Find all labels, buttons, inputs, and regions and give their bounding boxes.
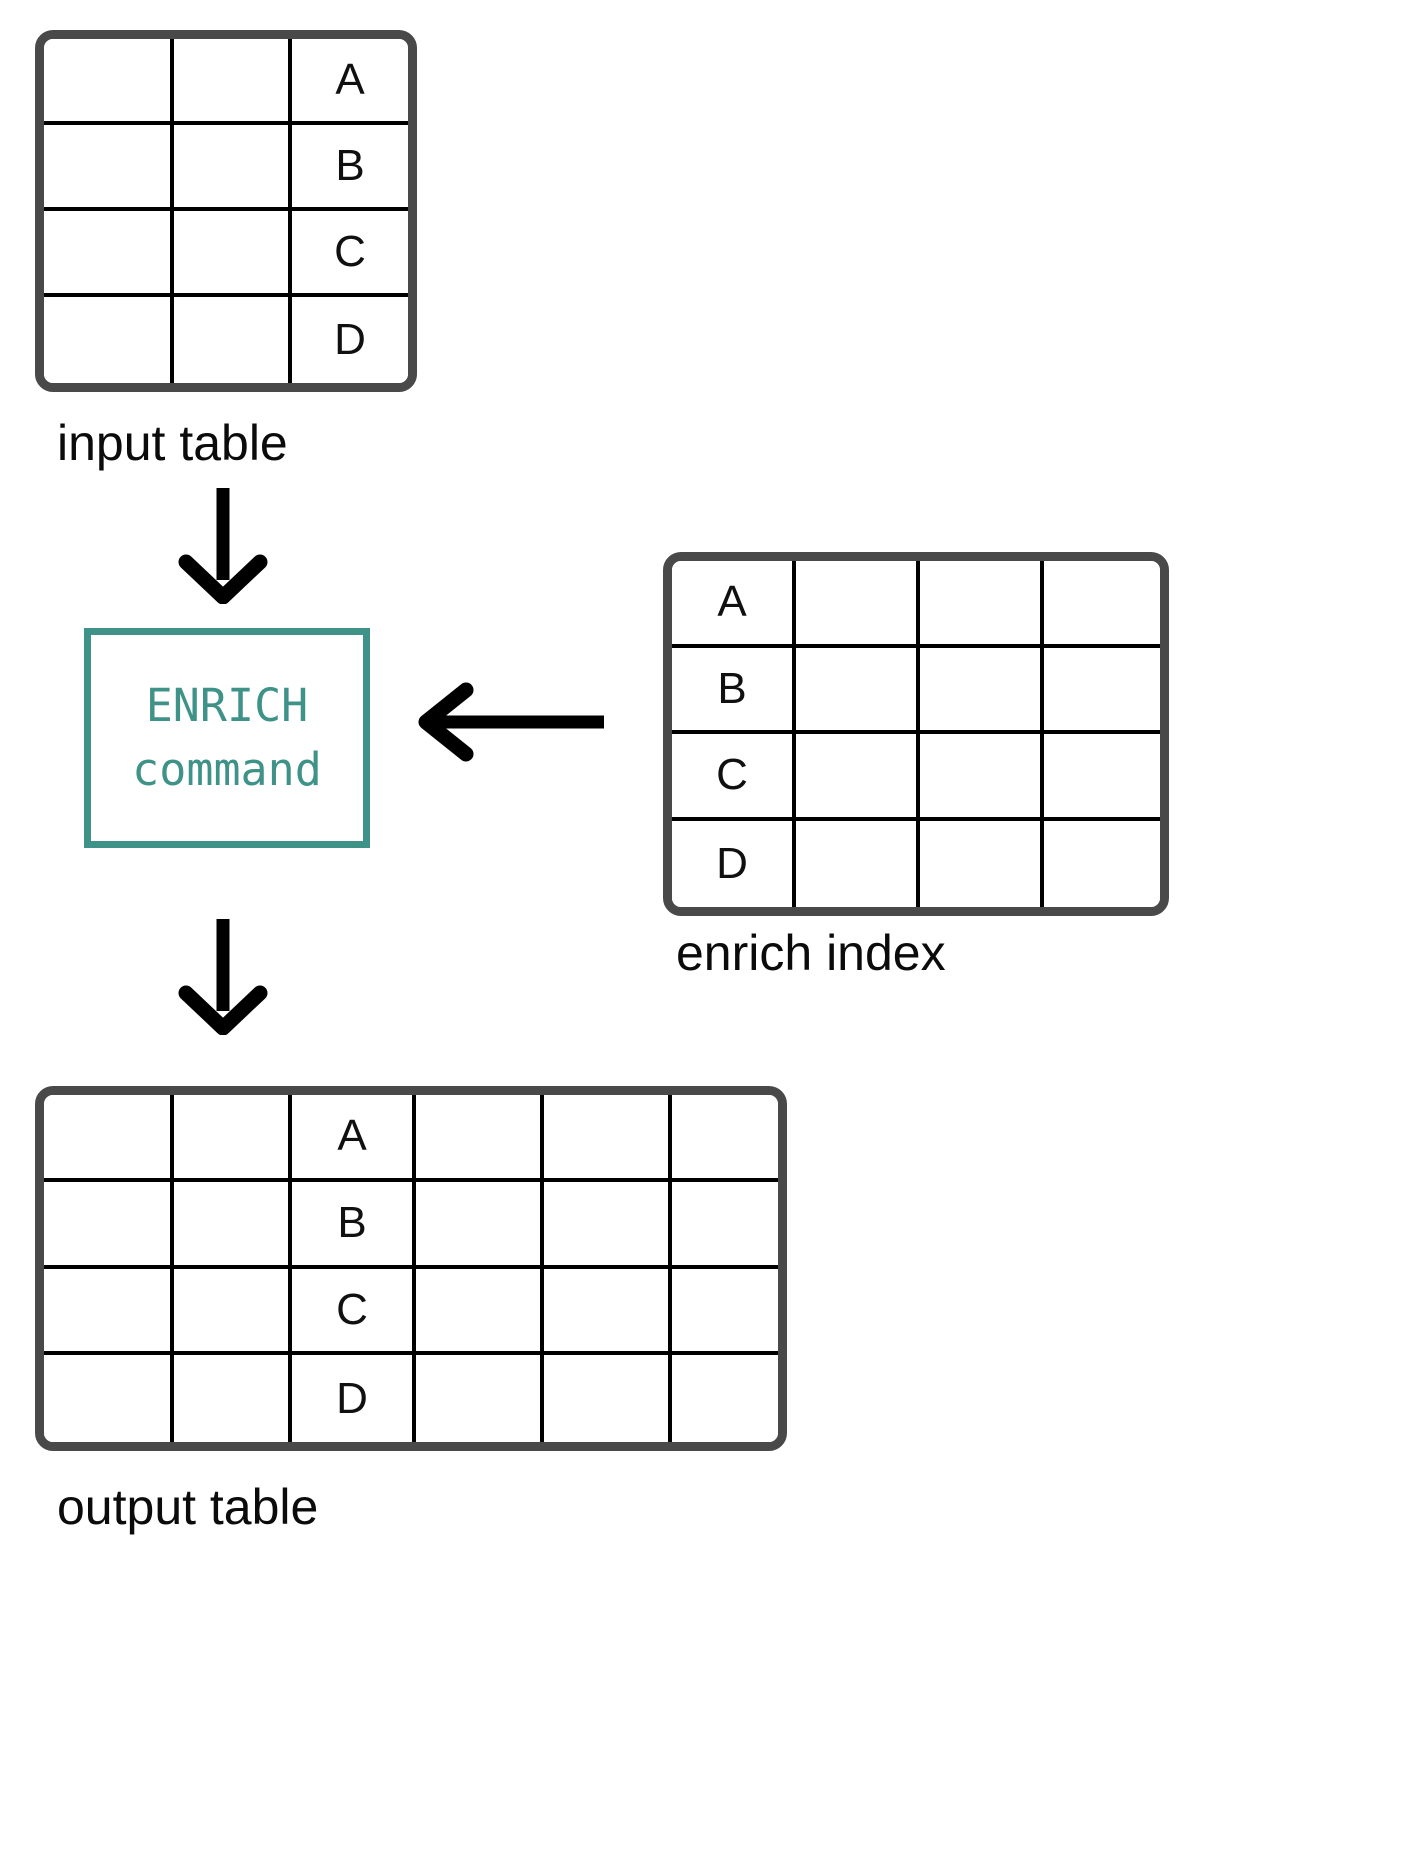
- table-row: C: [672, 734, 1160, 821]
- table-cell: [174, 1095, 292, 1182]
- table-cell-yellow: [672, 1095, 778, 1182]
- table-row: B: [44, 125, 408, 211]
- enrich-command-box[interactable]: ENRICH command: [84, 628, 370, 848]
- table-cell-key: A: [292, 39, 408, 125]
- output-table: A B C D: [35, 1086, 787, 1451]
- table-cell-blue: [544, 1095, 672, 1182]
- input-table-caption: input table: [57, 415, 288, 471]
- table-row: C: [44, 211, 408, 297]
- table-row: B: [672, 647, 1160, 734]
- table-cell-blue: [544, 1355, 672, 1442]
- table-cell: [174, 297, 292, 383]
- table-cell-blue: [920, 647, 1044, 734]
- enrich-index-caption: enrich index: [676, 925, 946, 981]
- table-cell: [44, 1268, 174, 1356]
- table-cell-yellow: [1044, 734, 1160, 821]
- table-cell-yellow: [1044, 561, 1160, 648]
- table-row: D: [672, 820, 1160, 907]
- table-cell-key: A: [292, 1095, 416, 1182]
- table-cell-yellow: [1044, 820, 1160, 907]
- enrich-command-label: command: [132, 743, 322, 796]
- table-cell-key: B: [292, 125, 408, 211]
- table-cell: [44, 211, 174, 297]
- table-cell-pink: [796, 734, 920, 821]
- table-cell-pink: [796, 647, 920, 734]
- table-cell-pink: [416, 1268, 544, 1356]
- output-table-caption: output table: [57, 1479, 319, 1535]
- table-cell: [174, 211, 292, 297]
- table-cell-key: C: [672, 734, 796, 821]
- table-cell-yellow: [672, 1181, 778, 1269]
- table-cell-key: A: [672, 561, 796, 648]
- table-cell-blue: [544, 1181, 672, 1269]
- table-cell-blue: [920, 561, 1044, 648]
- enrich-command-keyword: ENRICH: [145, 679, 309, 733]
- table-cell: [44, 39, 174, 125]
- table-row: D: [44, 297, 408, 383]
- table-cell-pink: [416, 1095, 544, 1182]
- enrich-index-table: A B C D: [663, 552, 1169, 916]
- table-cell-blue: [920, 820, 1044, 907]
- table-cell-key: C: [292, 1268, 416, 1356]
- arrow-input-to-command-icon: [178, 488, 268, 604]
- table-cell-key: D: [292, 1355, 416, 1442]
- table-cell: [44, 297, 174, 383]
- table-cell: [174, 1355, 292, 1442]
- table-cell-key: B: [292, 1181, 416, 1269]
- input-table: A B C D: [35, 30, 417, 392]
- arrow-index-to-command-icon: [418, 682, 604, 762]
- table-row: C: [44, 1268, 778, 1356]
- table-cell-key: D: [672, 820, 796, 907]
- table-cell: [174, 125, 292, 211]
- table-row: D: [44, 1355, 778, 1442]
- table-cell: [174, 1268, 292, 1356]
- table-cell-pink: [796, 561, 920, 648]
- table-cell: [44, 1095, 174, 1182]
- table-cell-blue: [920, 734, 1044, 821]
- table-cell-pink: [416, 1181, 544, 1269]
- table-cell-pink: [796, 820, 920, 907]
- table-row: B: [44, 1181, 778, 1269]
- table-cell-yellow: [1044, 647, 1160, 734]
- table-row: A: [672, 561, 1160, 648]
- table-cell-pink: [416, 1355, 544, 1442]
- table-row: A: [44, 1095, 778, 1182]
- table-cell-key: C: [292, 211, 408, 297]
- table-cell: [44, 1181, 174, 1269]
- arrow-command-to-output-icon: [178, 919, 268, 1035]
- table-cell: [44, 1355, 174, 1442]
- table-cell-key: D: [292, 297, 408, 383]
- table-cell-yellow: [672, 1355, 778, 1442]
- table-cell: [44, 125, 174, 211]
- table-cell: [174, 39, 292, 125]
- table-cell-key: B: [672, 647, 796, 734]
- table-cell-blue: [544, 1268, 672, 1356]
- table-row: A: [44, 39, 408, 125]
- table-cell-yellow: [672, 1268, 778, 1356]
- table-cell: [174, 1181, 292, 1269]
